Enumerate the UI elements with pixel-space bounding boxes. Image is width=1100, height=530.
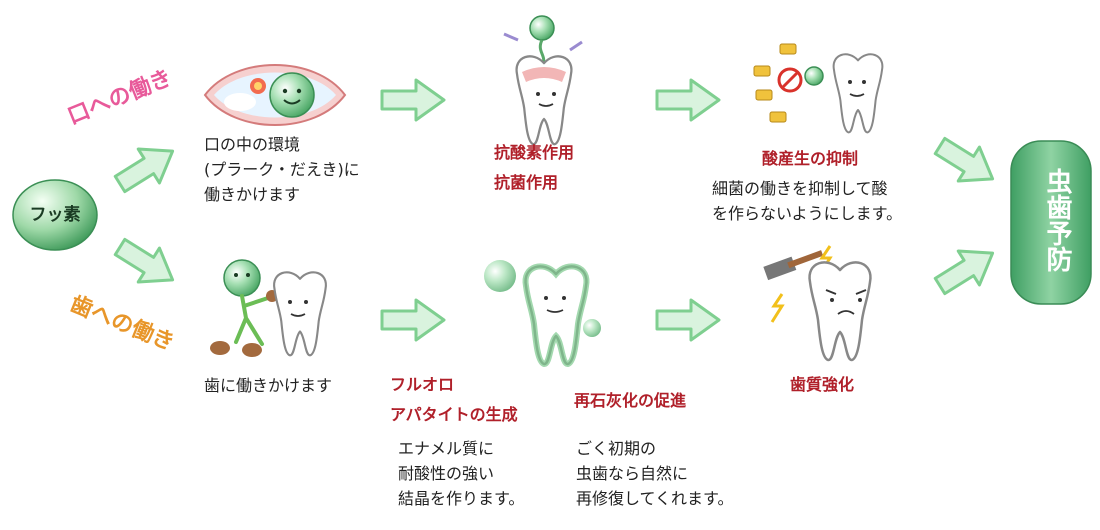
teeth-step3-desc: ごく初期の 虫歯なら自然に 再修復してくれます。 xyxy=(576,439,734,508)
strengthened-tooth-icon xyxy=(763,245,872,362)
arrow-icon xyxy=(380,78,446,122)
teeth-step2-effect: フルオロ アパタイトの生成 xyxy=(390,375,518,424)
teeth-step1-desc: 歯に働きかけます xyxy=(204,376,333,395)
arrow-icon xyxy=(655,78,721,122)
mouth-step2-effect: 抗酸素作用 抗菌作用 xyxy=(494,143,575,192)
arrow-icon xyxy=(927,127,1005,198)
fluorapatite-tooth-icon xyxy=(484,260,601,367)
arrow-icon xyxy=(107,228,185,299)
mouth-icon xyxy=(203,64,347,126)
arrow-icon xyxy=(927,234,1005,305)
arrow-icon xyxy=(655,298,721,342)
teeth-step4-effect: 歯質強化 xyxy=(790,375,855,394)
arrow-icon xyxy=(380,298,446,342)
mouth-step1-desc: 口の中の環境 (プラーク・だえき)に 働きかけます xyxy=(204,135,360,204)
fluoride-source-node xyxy=(12,179,98,251)
caries-prevention-goal xyxy=(1010,140,1092,305)
teeth-step2-desc: エナメル質に 耐酸性の強い 結晶を作ります。 xyxy=(398,439,525,508)
mouth-step3-effect: 酸産生の抑制 xyxy=(762,149,859,168)
mouth-branch-label: 口への働き xyxy=(64,65,176,130)
fluoride-source-label: フッ素 xyxy=(29,205,81,225)
goal-label: 虫歯予防 xyxy=(1042,168,1072,272)
mouth-step3-desc: 細菌の働きを抑制して酸 を作らないようにします。 xyxy=(712,179,903,223)
antibacterial-tooth-icon xyxy=(503,15,583,146)
teeth-step3-effect: 再石灰化の促進 xyxy=(574,391,687,410)
fluoride-tooth-icon xyxy=(210,259,327,357)
arrow-icon xyxy=(107,132,185,203)
acid-suppression-icon xyxy=(753,43,884,134)
